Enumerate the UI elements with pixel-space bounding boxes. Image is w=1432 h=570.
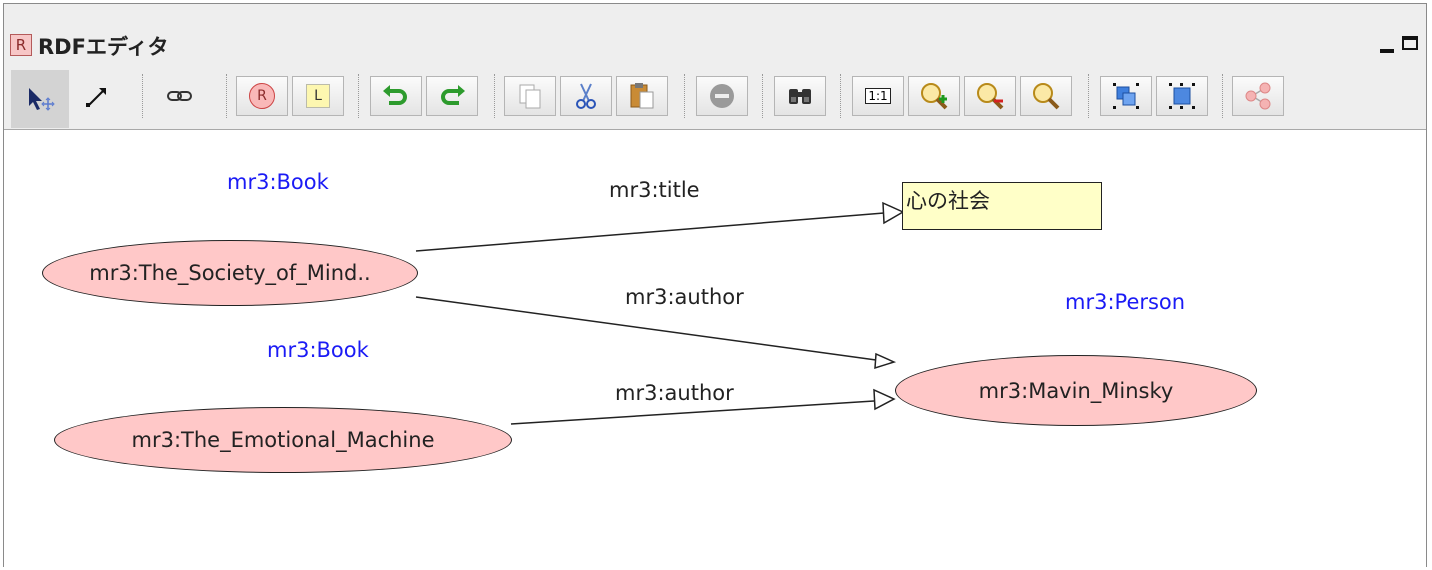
paste-icon: [630, 83, 654, 109]
actual-size-button[interactable]: 1:1: [852, 76, 904, 116]
edge-author-1: [415, 296, 877, 361]
chain-link-icon: [167, 91, 192, 101]
resource-node-society[interactable]: mr3:The_Society_of_Mind..: [42, 240, 418, 306]
zoom-out-icon: [977, 83, 1004, 110]
fit-window-button[interactable]: [1020, 76, 1072, 116]
copy-button[interactable]: [504, 76, 556, 116]
edge-title: [415, 212, 885, 252]
edge-title-arrowhead: [882, 201, 905, 225]
minimize-button[interactable]: [1380, 49, 1394, 53]
undo-button[interactable]: [370, 76, 422, 116]
connect-tool-button[interactable]: [72, 76, 124, 116]
type-label-society: mr3:Book: [227, 170, 329, 194]
literal-icon: L: [306, 84, 330, 108]
rdf-editor-icon: R: [10, 34, 32, 56]
redo-button[interactable]: [426, 76, 478, 116]
undo-icon: [383, 85, 407, 105]
magnifier-icon: [1033, 83, 1060, 110]
graph-layout-icon: [1245, 82, 1271, 110]
edge-label-author-1[interactable]: mr3:author: [625, 285, 744, 309]
remove-icon: [710, 84, 734, 108]
redo-icon: [441, 85, 465, 105]
type-label-minsky: mr3:Person: [1065, 290, 1186, 314]
copy-icon: [519, 84, 541, 109]
insert-literal-button[interactable]: L: [292, 76, 344, 116]
find-button[interactable]: [774, 76, 826, 116]
select-arrow-icon: [29, 88, 55, 111]
resource-node-minsky[interactable]: mr3:Mavin_Minsky: [895, 355, 1257, 426]
maximize-button[interactable]: [1402, 36, 1418, 50]
group-button[interactable]: [1100, 76, 1152, 116]
edge-label-author-2[interactable]: mr3:author: [615, 381, 734, 405]
edge-author-2: [510, 400, 875, 425]
actual-size-icon: 1:1: [865, 88, 891, 104]
select-tool-button[interactable]: [11, 70, 69, 128]
zoom-in-button[interactable]: [908, 76, 960, 116]
insert-resource-button[interactable]: R: [236, 76, 288, 116]
type-label-emotional: mr3:Book: [267, 338, 369, 362]
remove-button[interactable]: [696, 76, 748, 116]
toolbar: R L: [4, 66, 1426, 130]
panel-title-bar: R RDFエディタ: [4, 4, 1426, 66]
connect-arrow-icon: [86, 88, 106, 107]
rdf-editor-panel: R RDFエディタ: [3, 3, 1427, 567]
scissors-icon: [576, 83, 596, 109]
resource-icon: R: [249, 83, 275, 109]
ungroup-icon: [1169, 83, 1195, 109]
literal-node-title[interactable]: 心の社会: [902, 182, 1102, 230]
resource-node-emotional[interactable]: mr3:The_Emotional_Machine: [54, 407, 512, 473]
link-button[interactable]: [154, 76, 206, 116]
apply-layout-button[interactable]: [1232, 76, 1284, 116]
panel-title: RDFエディタ: [38, 35, 169, 59]
group-icon: [1113, 83, 1139, 109]
ungroup-button[interactable]: [1156, 76, 1208, 116]
cut-button[interactable]: [560, 76, 612, 116]
edge-author-2-arrowhead: [873, 388, 896, 411]
binoculars-icon: [789, 89, 811, 104]
graph-edges: [415, 201, 905, 425]
zoom-in-icon: [921, 83, 948, 110]
edge-label-title[interactable]: mr3:title: [609, 178, 700, 202]
edge-author-1-arrowhead: [874, 352, 897, 370]
rdf-graph-canvas[interactable]: mr3:Book mr3:The_Society_of_Mind.. mr3:B…: [4, 130, 1426, 567]
zoom-out-button[interactable]: [964, 76, 1016, 116]
paste-button[interactable]: [616, 76, 668, 116]
